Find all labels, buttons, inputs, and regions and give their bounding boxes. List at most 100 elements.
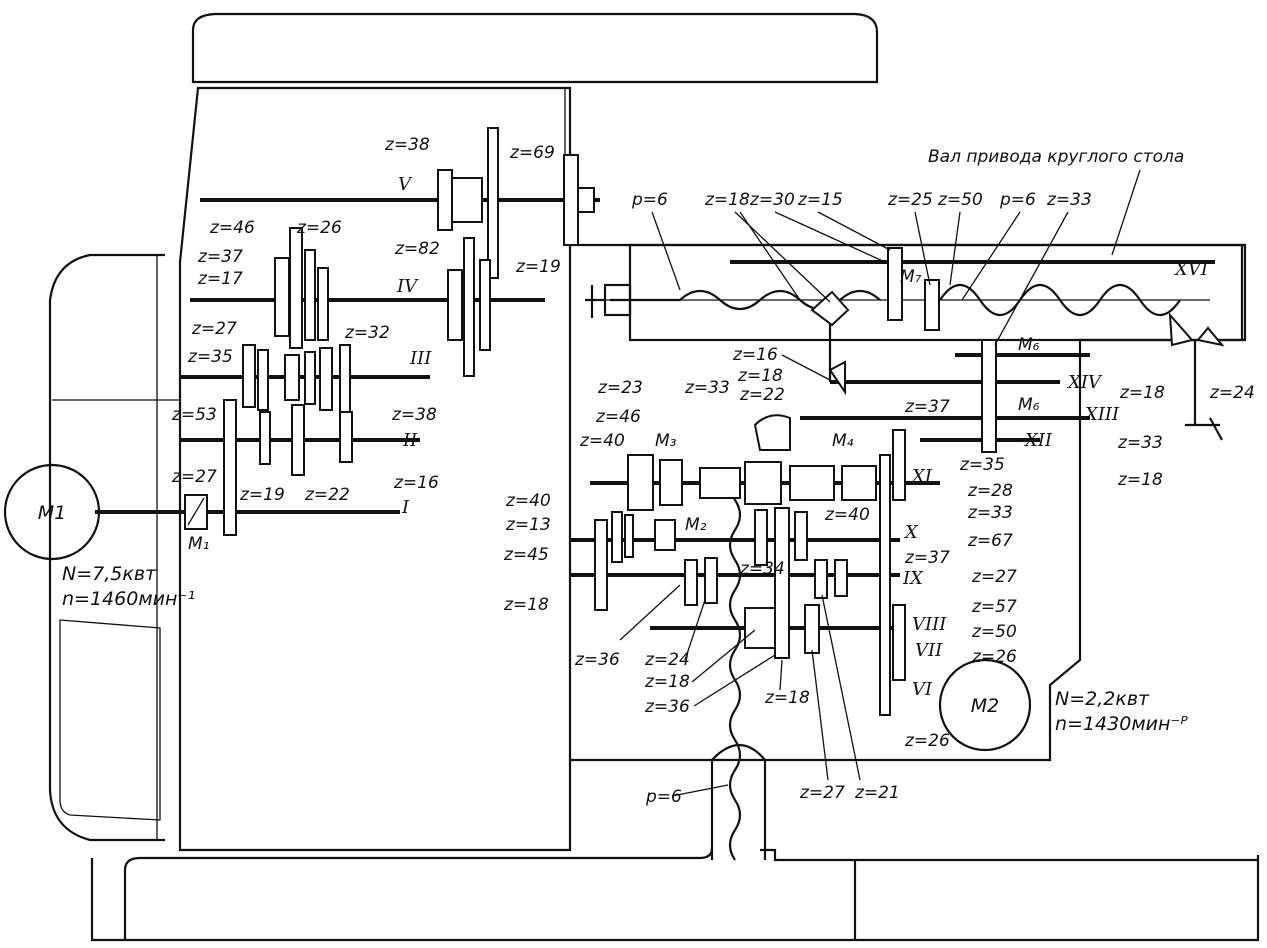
label-left-z19: z=19 bbox=[239, 485, 285, 505]
round-table-label: Вал привода круглого стола bbox=[928, 147, 1184, 167]
label-lower-z26b: z=26 bbox=[904, 731, 950, 751]
motor-m1: M1 M₁ N=7,5квт n=1460мин⁻¹ bbox=[3, 463, 209, 610]
clutch-m6b: M₆ bbox=[1018, 395, 1040, 415]
label-shafts-viii: VIII bbox=[912, 614, 947, 635]
label-shafts-xiv: XIV bbox=[1066, 372, 1103, 393]
label-mid-z37: z=37 bbox=[904, 397, 950, 417]
label-lower-z21: z=21 bbox=[854, 783, 900, 803]
label-mid-z22: z=22 bbox=[739, 385, 785, 405]
label-left-z37: z=37 bbox=[197, 247, 243, 267]
label-lower-z35: z=35 bbox=[959, 455, 1005, 475]
label-top-z15: z=15 bbox=[797, 190, 843, 210]
label-mid-z33b: z=33 bbox=[684, 378, 730, 398]
label-shafts-xiii: XIII bbox=[1083, 404, 1120, 425]
label-lower-p6: р=6 bbox=[645, 787, 682, 807]
label-left-z38b: z=38 bbox=[391, 405, 437, 425]
motor-m2-power: N=2,2квт bbox=[1055, 688, 1150, 710]
clutch-m4: M₄ bbox=[832, 431, 854, 451]
machine-body bbox=[48, 12, 1260, 942]
label-lower-z33: z=33 bbox=[967, 503, 1013, 523]
clutch-m7: M₇ bbox=[900, 267, 922, 287]
clutch-m6a: M₆ bbox=[1018, 335, 1040, 355]
table bbox=[585, 243, 1244, 342]
label-lower-z36a: z=36 bbox=[574, 650, 620, 670]
label-shafts-iv: IV bbox=[396, 276, 419, 297]
label-left-z27a: z=27 bbox=[191, 319, 237, 339]
label-left-z26: z=26 bbox=[296, 218, 342, 238]
label-lower-z37: z=37 bbox=[904, 548, 950, 568]
label-shafts-vi: VI bbox=[912, 679, 933, 700]
label-lower-z24: z=24 bbox=[644, 650, 690, 670]
label-top-z18a: z=18 bbox=[704, 190, 750, 210]
feed-gearbox-gears bbox=[594, 247, 1225, 716]
label-left-z17: z=17 bbox=[197, 269, 243, 289]
label-lower-z50: z=50 bbox=[971, 622, 1017, 642]
label-top-z25: z=25 bbox=[887, 190, 933, 210]
label-left-z22: z=22 bbox=[304, 485, 350, 505]
label-lower-z36b: z=36 bbox=[644, 697, 690, 717]
label-left-z16: z=16 bbox=[393, 473, 439, 493]
label-lower-z27: z=27 bbox=[971, 567, 1017, 587]
label-left-z69: z=69 bbox=[509, 143, 555, 163]
label-lower-z27b: z=27 bbox=[799, 783, 845, 803]
label-lower-z34: z=34 bbox=[739, 559, 785, 579]
middle-labels: z=16 z=18 z=22 z=23 z=33 z=46 z=40 M₃ M₄… bbox=[579, 335, 1255, 490]
label-left-z82: z=82 bbox=[394, 239, 440, 259]
label-mid-z18right: z=18 bbox=[1119, 383, 1165, 403]
label-lower-z18n: z=18 bbox=[764, 688, 810, 708]
label-left-z19r: z=19 bbox=[515, 257, 561, 277]
label-mid-z16: z=16 bbox=[732, 345, 778, 365]
label-lower-z18m: z=18 bbox=[644, 672, 690, 692]
label-shafts-vii: VII bbox=[915, 640, 943, 661]
motor-m2-speed: n=1430мин⁻ᴾ bbox=[1055, 713, 1188, 735]
label-top-z50: z=50 bbox=[937, 190, 983, 210]
label-mid-z40a: z=40 bbox=[579, 431, 625, 451]
label-mid-z46: z=46 bbox=[595, 407, 641, 427]
label-mid-z33c: z=33 bbox=[1117, 433, 1163, 453]
label-top-z33a: z=33 bbox=[1046, 190, 1092, 210]
label-mid-z18b: z=18 bbox=[737, 366, 783, 386]
top-labels: Вал привода круглого стола р=6 z=18 z=30… bbox=[631, 147, 1209, 346]
motor-m1-power: N=7,5квт bbox=[62, 563, 157, 585]
label-lower-z40b: z=40 bbox=[505, 491, 551, 511]
label-shafts-v: V bbox=[398, 174, 413, 195]
label-shafts-i: I bbox=[401, 497, 410, 518]
label-mid-z24right: z=24 bbox=[1209, 383, 1255, 403]
label-lower-z26a: z=26 bbox=[971, 647, 1017, 667]
clutch-m3: M₃ bbox=[655, 431, 677, 451]
label-left-z46: z=46 bbox=[209, 218, 255, 238]
label-shafts-ii: II bbox=[402, 430, 418, 451]
label-shafts-xi: XI bbox=[910, 466, 933, 487]
label-lower-z57: z=57 bbox=[971, 597, 1017, 617]
spindle-gearbox-gears bbox=[223, 127, 595, 536]
motor-m1-speed: n=1460мин⁻¹ bbox=[62, 588, 195, 610]
label-top-p6b: р=6 bbox=[999, 190, 1036, 210]
clutch-m1-label: M₁ bbox=[188, 534, 209, 554]
label-mid-z23: z=23 bbox=[597, 378, 643, 398]
label-lower-z67: z=67 bbox=[967, 531, 1013, 551]
label-left-z53: z=53 bbox=[171, 405, 217, 425]
label-shafts-xii: XII bbox=[1023, 430, 1053, 451]
clutch-m2: M₂ bbox=[685, 515, 707, 535]
label-lower-z28: z=28 bbox=[967, 481, 1013, 501]
label-top-p6a: р=6 bbox=[631, 190, 668, 210]
motor-m2: M2 N=2,2квт n=1430мин⁻ᴾ bbox=[938, 658, 1188, 752]
left-labels: z=38 z=69 V z=46 z=26 z=82 z=37 z=17 z=1… bbox=[171, 135, 561, 518]
label-left-z35: z=35 bbox=[187, 347, 233, 367]
label-lower-z40c: z=40 bbox=[824, 505, 870, 525]
label-mid-z18c: z=18 bbox=[1117, 470, 1163, 490]
label-lower-z18l: z=18 bbox=[503, 595, 549, 615]
label-left-z38top: z=38 bbox=[384, 135, 430, 155]
label-shafts-ix: IX bbox=[902, 568, 924, 589]
lower-labels: z=35 XI z=28 z=33 z=67 z=40 z=13 z=45 z=… bbox=[503, 455, 1017, 807]
label-left-z32: z=32 bbox=[344, 323, 390, 343]
label-shafts-xvi: XVI bbox=[1173, 259, 1209, 280]
label-shafts-iii: III bbox=[409, 348, 432, 369]
label-top-z30: z=30 bbox=[749, 190, 795, 210]
label-lower-z45: z=45 bbox=[503, 545, 549, 565]
label-left-z27b: z=27 bbox=[171, 467, 217, 487]
label-lower-z13: z=13 bbox=[505, 515, 551, 535]
motor-m2-label: M2 bbox=[971, 695, 999, 717]
label-shafts-x: X bbox=[903, 522, 919, 543]
